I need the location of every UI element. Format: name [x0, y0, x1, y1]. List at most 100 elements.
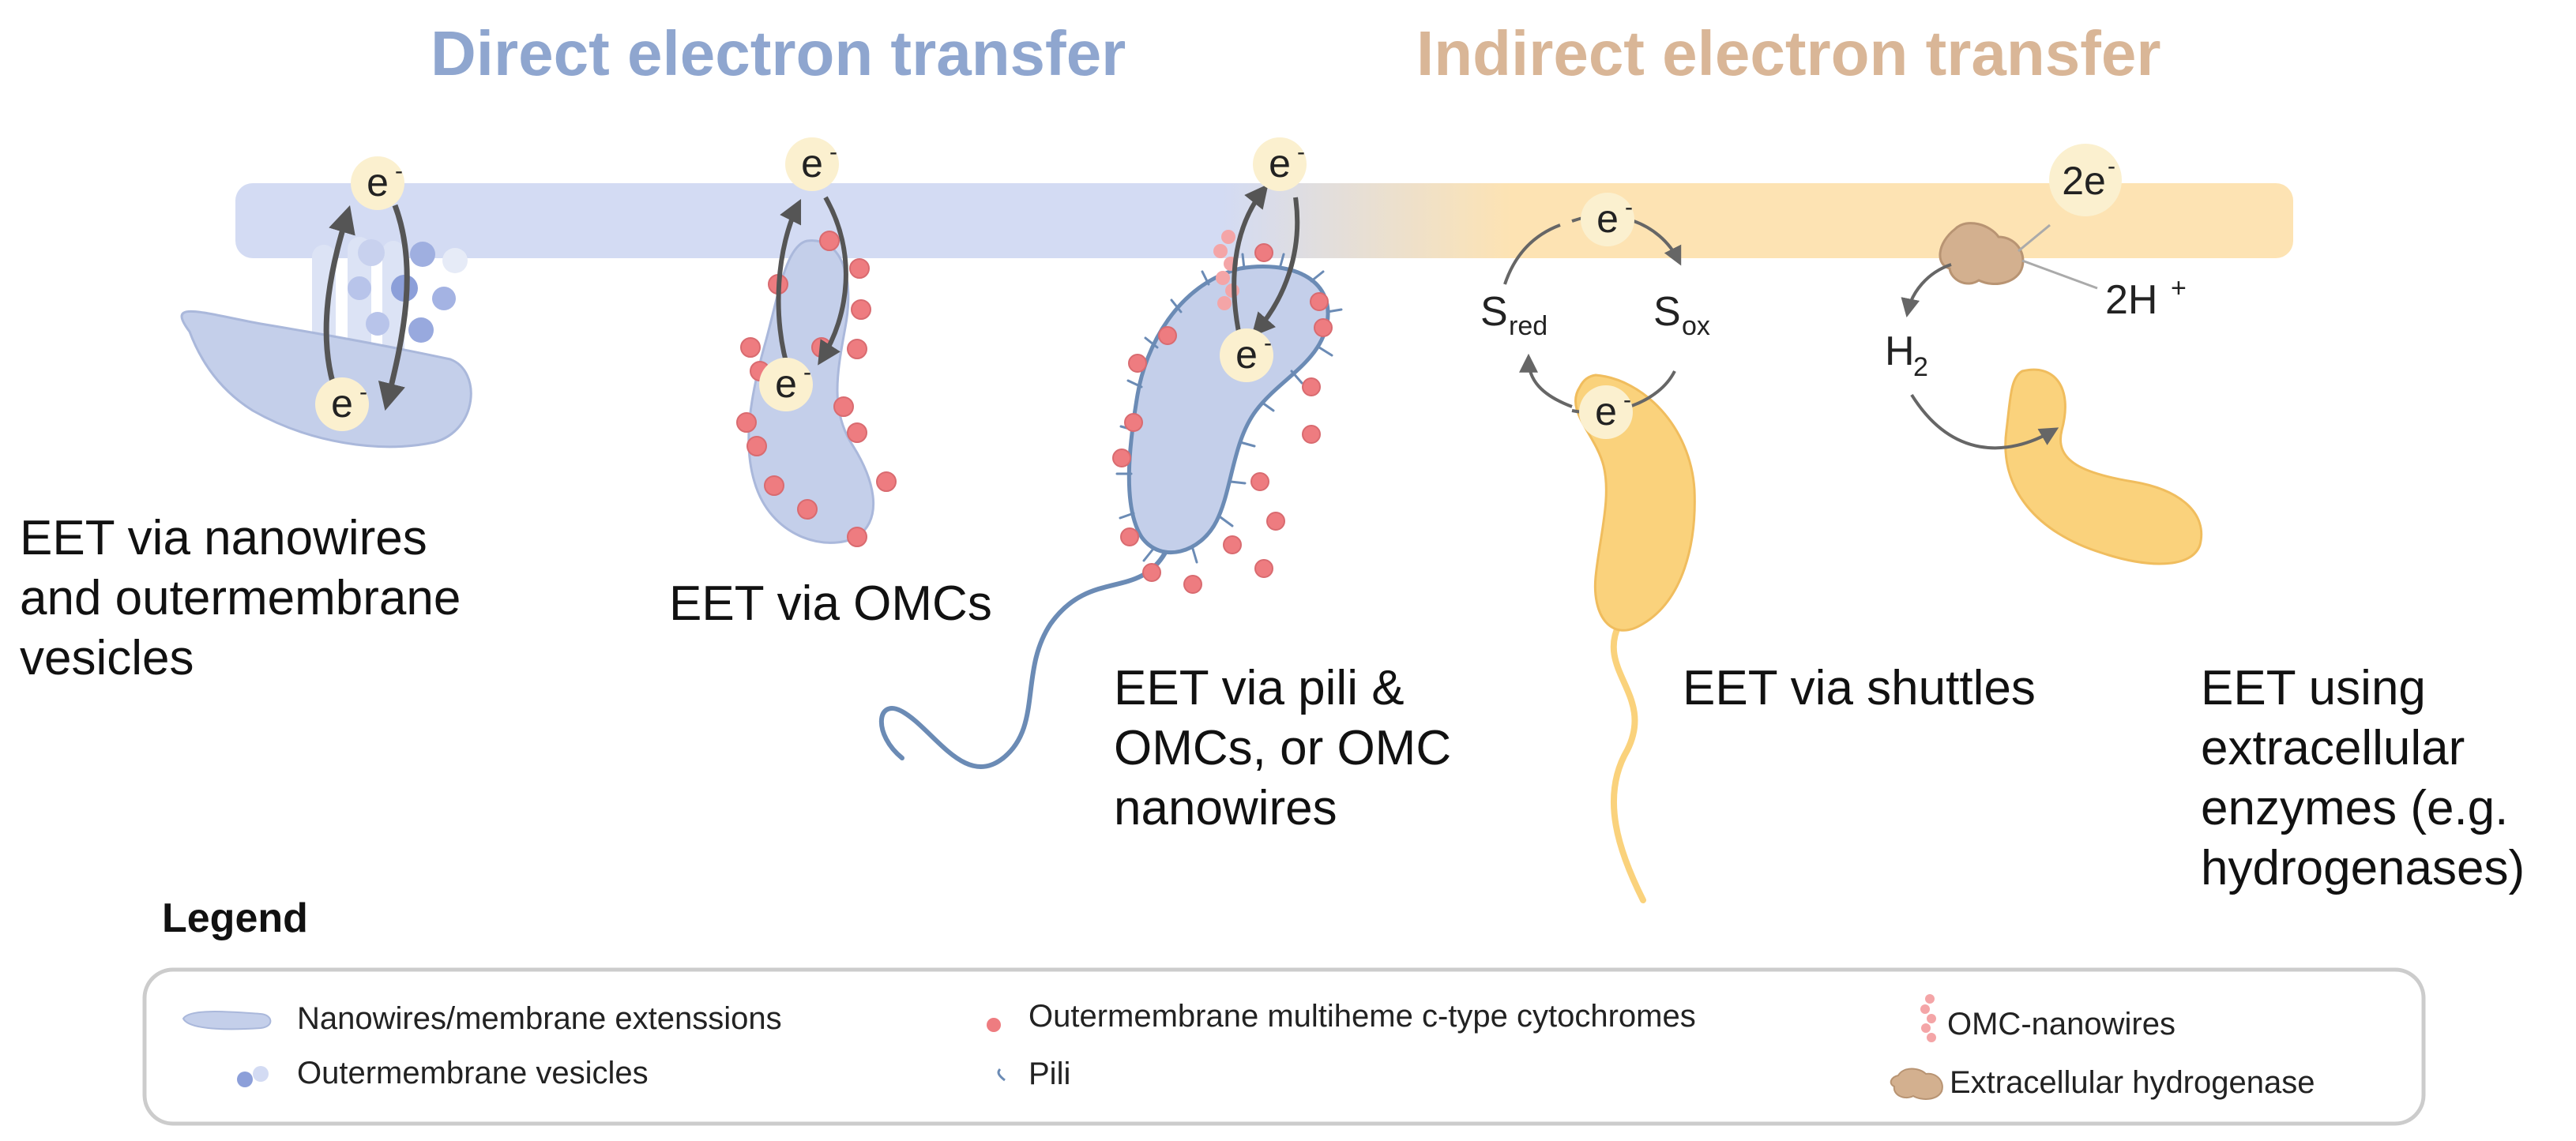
electron-charge: - — [829, 139, 837, 165]
omc-nanowire-icon — [1920, 994, 1936, 1042]
legend-item-cytochrome: Outermembrane multiheme c-type cytochrom… — [987, 999, 1696, 1034]
caption-pili: EET via pili & OMCs, or OMC nanowires — [1114, 661, 1451, 835]
electron-flow-arrow — [1251, 197, 1300, 337]
panel-nanowires: e - e - — [180, 156, 472, 449]
caption-line: EET via nanowires — [20, 511, 427, 565]
outermembrane-vesicle — [366, 312, 389, 336]
caption-line: EET via shuttles — [1683, 661, 2036, 715]
electron-flow-arrow — [323, 205, 355, 400]
h2-base: H — [1885, 328, 1915, 374]
caption-nanowires: EET via nanowires and outermembrane vesi… — [20, 511, 461, 685]
panel-shuttles: e - e - S red S ox — [1480, 193, 1710, 903]
outermembrane-vesicle — [410, 242, 435, 267]
electron-flow-arrow — [818, 196, 848, 366]
shuttle-oxidized-sub: ox — [1682, 311, 1710, 341]
electron-label: e — [1235, 332, 1258, 377]
electron-label: e — [1269, 141, 1291, 186]
shuttle-cycle-arrow — [1519, 353, 1573, 408]
electron-badge: e - — [785, 137, 839, 191]
electron-badge: e - — [1220, 328, 1273, 382]
cytochrome-dots — [1112, 243, 1333, 594]
protons-sup: + — [2171, 273, 2187, 303]
outermembrane-vesicle — [442, 248, 468, 273]
caption-line: enzymes (e.g. — [2201, 781, 2508, 835]
caption-omcs: EET via OMCs — [669, 576, 992, 631]
legend-label: Extracellular hydrogenase — [1950, 1065, 2315, 1100]
electron-charge: - — [1297, 139, 1305, 165]
electron-charge: - — [1623, 387, 1631, 413]
vesicle-icon — [237, 1066, 269, 1087]
protons-label: 2H + — [2105, 273, 2187, 323]
legend-item-omc-nanowire: OMC-nanowires — [1920, 994, 2175, 1042]
legend-box — [142, 967, 2426, 1126]
electron-flow-arrow — [776, 198, 802, 376]
nanowire-icon — [182, 1011, 272, 1030]
direct-transfer-header: Direct electron transfer — [431, 18, 1126, 88]
hydrogenase-link — [2018, 223, 2051, 253]
caption-enzymes: EET using extracellular enzymes (e.g. hy… — [2201, 661, 2525, 895]
caption-line: OMCs, or OMC — [1114, 721, 1451, 775]
two-electron-badge: 2e - — [2049, 144, 2122, 216]
electron-flow-arrow — [1232, 183, 1269, 340]
legend-label: Outermembrane multiheme c-type cytochrom… — [1029, 999, 1696, 1034]
electron-badge: e - — [759, 358, 813, 411]
h2-label: H 2 — [1885, 328, 1928, 382]
electron-charge: - — [1264, 330, 1272, 356]
legend-label: Outermembrane vesicles — [297, 1056, 649, 1090]
shuttle-reduced-base: S — [1480, 289, 1508, 335]
outermembrane-vesicle — [358, 239, 385, 266]
electron-charge: - — [803, 359, 811, 385]
h2-uptake-arrow — [1910, 393, 2059, 450]
electron-badge: e - — [1579, 385, 1633, 439]
legend-item-hydrogenase: Extracellular hydrogenase — [1890, 1065, 2315, 1100]
outermembrane-vesicle — [432, 287, 456, 310]
shuttle-oxidized-label: S ox — [1653, 289, 1710, 341]
outermembrane-vesicle — [348, 276, 371, 300]
cytochrome-dots — [736, 231, 897, 547]
panel-omcs: e - e - — [736, 137, 897, 547]
electron-charge: - — [395, 158, 403, 184]
caption-line: and outermembrane — [20, 571, 461, 625]
electron-charge: - — [359, 379, 367, 405]
flagellum — [1610, 621, 1646, 903]
hydrogenase-link — [2021, 259, 2098, 290]
legend-title: Legend — [162, 895, 308, 941]
panel-pili: e - e - — [878, 137, 1343, 770]
bacterium-cell-body — [180, 310, 472, 449]
electrode-bar — [235, 183, 2293, 258]
electron-badge: e - — [315, 377, 369, 431]
h2-production-arrow — [1901, 263, 1952, 318]
legend-label: Nanowires/membrane extenssions — [297, 1001, 782, 1036]
electron-badge: e - — [351, 156, 404, 210]
caption-shuttles: EET via shuttles — [1683, 661, 2036, 715]
electron-label: e — [1595, 389, 1617, 434]
electron-charge: - — [1625, 194, 1633, 220]
two-electron-label: 2e — [2062, 159, 2106, 203]
panel-hydrogenases: 2e - 2H + H 2 — [1885, 144, 2203, 565]
legend-item-pili: Pili — [997, 1057, 1070, 1091]
outermembrane-vesicle — [408, 317, 434, 343]
electron-label: e — [367, 160, 389, 205]
caption-line: nanowires — [1114, 781, 1337, 835]
shuttle-reduced-label: S red — [1480, 289, 1547, 341]
shuttle-oxidized-base: S — [1653, 289, 1681, 335]
legend-label: OMC-nanowires — [1947, 1007, 2175, 1042]
caption-line: EET via OMCs — [669, 576, 992, 631]
shuttle-cycle-arrow — [1503, 223, 1561, 285]
pili — [1115, 253, 1343, 564]
protons-base: 2H — [2105, 277, 2157, 323]
electron-label: e — [801, 141, 823, 186]
electron-flow-arrow — [378, 204, 410, 411]
caption-line: EET using — [2201, 661, 2426, 715]
indirect-transfer-header: Indirect electron transfer — [1416, 18, 2161, 88]
hydrogenase-icon — [1890, 1068, 1943, 1100]
caption-line: vesicles — [20, 631, 194, 685]
bacterium-cell-body — [2004, 368, 2203, 565]
flagellum — [878, 550, 1168, 770]
h2-sub: 2 — [1913, 352, 1928, 382]
caption-line: extracellular — [2201, 721, 2465, 775]
legend-item-nanowire: Nanowires/membrane extenssions — [182, 1001, 782, 1036]
bacterium-cell-body — [1126, 265, 1330, 555]
caption-line: EET via pili & — [1114, 661, 1405, 715]
